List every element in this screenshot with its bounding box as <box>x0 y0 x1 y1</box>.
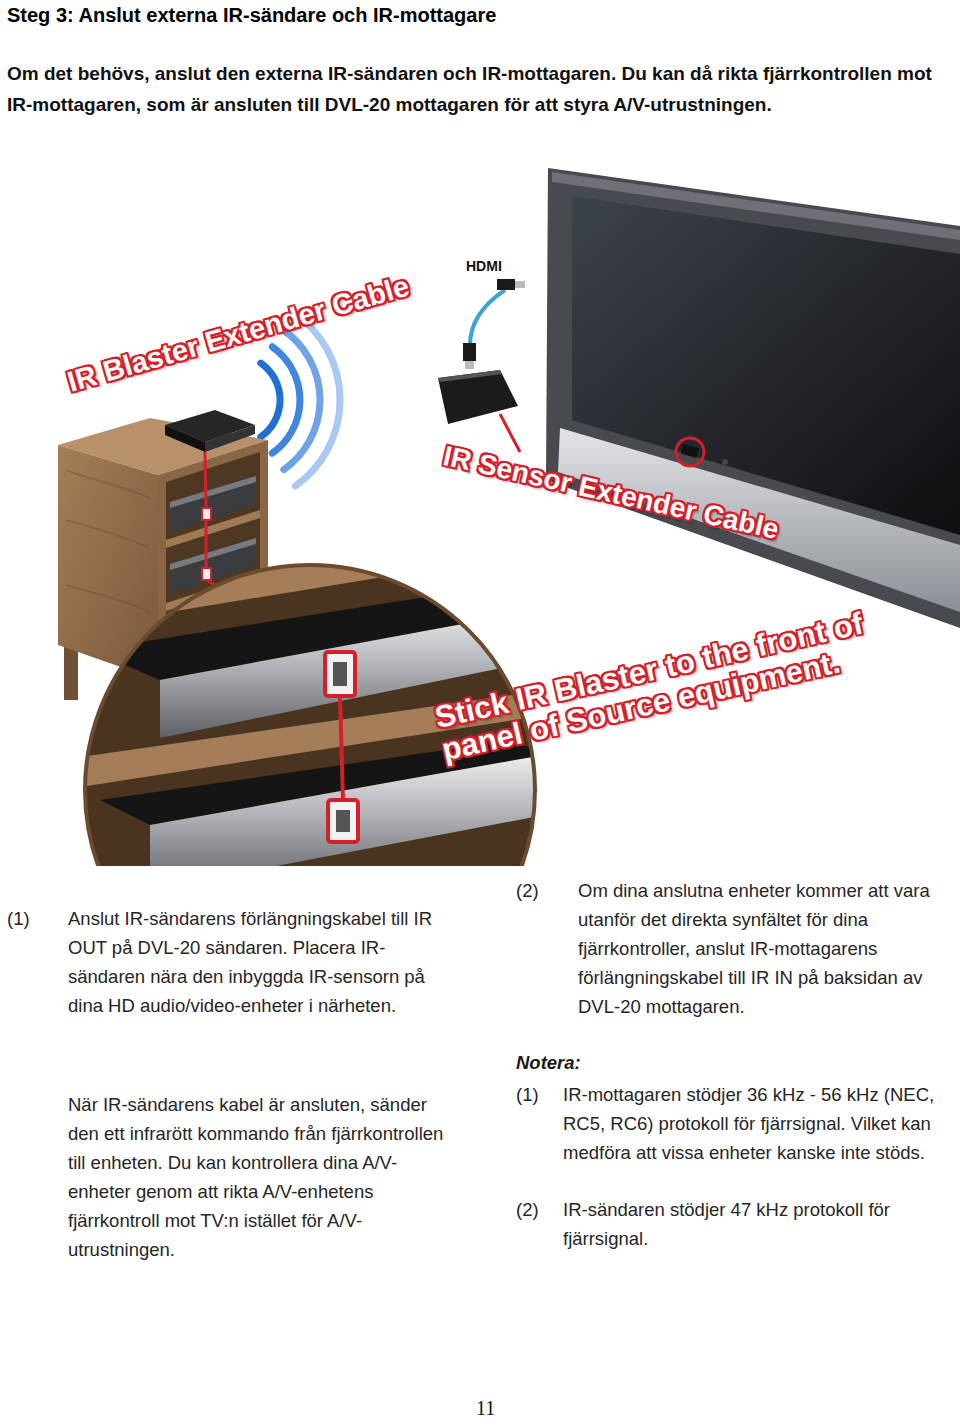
ir-waves <box>261 363 280 437</box>
dvl-20-receiver <box>500 414 520 452</box>
ir-blaster-cable <box>205 521 208 567</box>
zoom-detail <box>333 662 347 686</box>
ir-waves <box>284 330 320 469</box>
dvl-20-receiver <box>438 370 518 424</box>
intro-paragraph: Om det behövs, anslut den externa IR-sän… <box>7 58 953 120</box>
source-devices <box>165 425 205 452</box>
step-number: (2) <box>516 876 539 905</box>
step-number: (1) <box>7 904 30 933</box>
television <box>681 444 699 458</box>
dvl-20-receiver <box>438 370 502 382</box>
cable-label: HDMI <box>466 258 502 274</box>
zoom-detail <box>150 752 560 866</box>
callout-label: IR Sensor Extender Cable <box>440 441 781 546</box>
source-devices <box>170 476 256 508</box>
hdmi-cable <box>463 279 525 369</box>
note-number: (1) <box>516 1080 539 1109</box>
source-devices <box>202 568 211 580</box>
page-heading: Steg 3: Anslut externa IR-sändare och IR… <box>7 2 496 28</box>
hdmi-cable <box>497 279 515 290</box>
hdmi-cable <box>470 290 505 345</box>
source-devices <box>205 425 255 452</box>
callout-label: IR Blaster Extender Cable <box>64 270 413 398</box>
zoom-detail <box>328 800 358 842</box>
note-number: (2) <box>516 1195 539 1224</box>
source-devices <box>170 538 256 570</box>
step-text: Anslut IR-sändarens förlängningskabel ti… <box>68 904 450 1020</box>
zoom-detail <box>336 810 350 832</box>
step-text: Om dina anslutna enheter kommer att vara… <box>578 876 953 1021</box>
hdmi-cable <box>515 281 525 288</box>
zoom-detail <box>60 520 560 1030</box>
zoom-detail <box>325 652 355 696</box>
television <box>546 168 960 628</box>
hdmi-cable <box>465 361 474 369</box>
television <box>676 438 704 466</box>
page-number: 11 <box>476 1396 495 1420</box>
television <box>546 168 960 628</box>
ir-waves <box>295 314 340 486</box>
ir-blaster-cable <box>205 452 206 507</box>
zoom-detail <box>60 520 560 630</box>
television <box>722 459 728 465</box>
note-heading: Notera: <box>516 1048 581 1077</box>
step-text: När IR-sändarens kabel är ansluten, sänd… <box>68 1090 450 1264</box>
cabinet <box>66 470 150 612</box>
source-devices <box>170 476 256 532</box>
note-text: IR-mottagaren stödjer 36 kHz - 56 kHz (N… <box>563 1080 953 1167</box>
ir-waves <box>272 347 300 453</box>
note-text: IR-sändaren stödjer 47 kHz protokoll för… <box>563 1195 953 1253</box>
callout-label: Stick IR Blaster to the front of panel o… <box>432 606 880 767</box>
hdmi-cable <box>463 343 476 361</box>
dvl-20-receiver <box>438 370 520 452</box>
source-devices <box>202 508 211 520</box>
source-devices <box>165 410 256 594</box>
